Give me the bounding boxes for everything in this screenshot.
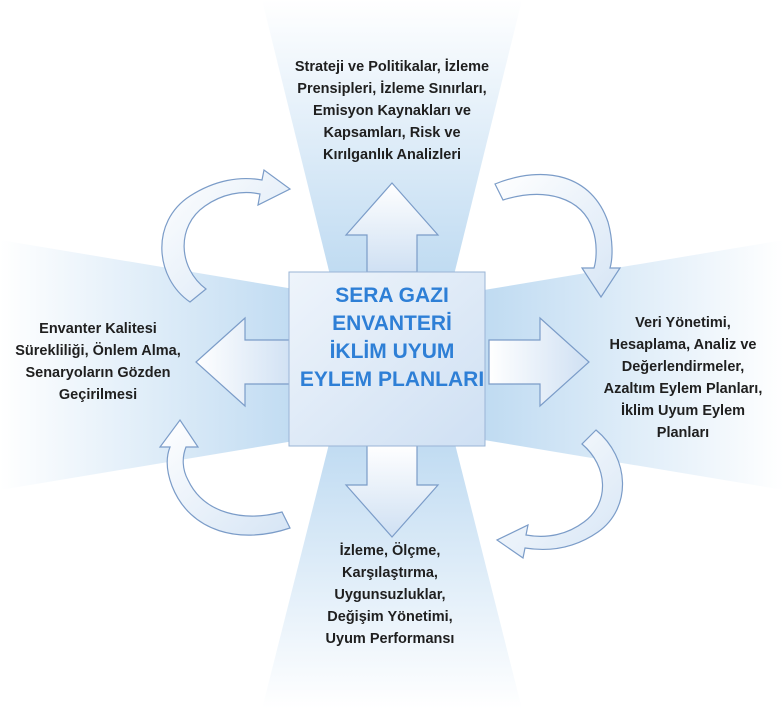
- glow-beam-down: [262, 440, 522, 709]
- top-text-block: Strateji ve Politikalar, İzleme Prensipl…: [262, 56, 522, 166]
- bottom-text-line: Karşılaştırma,: [342, 565, 438, 581]
- circular-arrow-bottom-right-icon: [495, 429, 624, 560]
- bottom-text-line: İzleme, Ölçme,: [339, 543, 441, 559]
- top-text-line: Kapsamları, Risk ve: [323, 125, 461, 141]
- arrow-down: [344, 444, 440, 538]
- bottom-text-block: İzleme, Ölçme, Karşılaştırma, Uygunsuzlu…: [290, 540, 490, 650]
- arrow-right: [488, 316, 590, 408]
- top-text-line: Strateji ve Politikalar, İzleme: [294, 59, 490, 75]
- circular-arrow-top-right-icon: [494, 173, 622, 299]
- center-title-line: İKLİM UYUM: [329, 340, 455, 363]
- top-text-line: Kırılganlık Analizleri: [322, 147, 462, 163]
- left-text-block: Envanter Kalitesi Sürekliliği, Önlem Alm…: [10, 318, 186, 406]
- center-title: SERA GAZI ENVANTERİ İKLİM UYUM EYLEM PLA…: [297, 282, 487, 394]
- circular-arrow-bottom-left-icon: [158, 418, 291, 536]
- bottom-text-line: Değişim Yönetimi,: [327, 609, 453, 625]
- glow-beam-up: [262, 0, 522, 275]
- center-title-line: SERA GAZI: [335, 284, 449, 307]
- right-text-line: Hesaplama, Analiz ve: [609, 337, 757, 353]
- right-text-line: Planları: [656, 425, 710, 441]
- bottom-text-line: Uyum Performansı: [325, 631, 455, 647]
- right-text-line: İklim Uyum Eylem: [620, 403, 746, 419]
- right-text-block: Veri Yönetimi, Hesaplama, Analiz ve Değe…: [588, 312, 778, 444]
- top-text-line: Prensipleri, İzleme Sınırları,: [297, 81, 487, 97]
- left-text-line: Envanter Kalitesi: [39, 321, 157, 337]
- left-text-line: Geçirilmesi: [58, 387, 138, 403]
- glow-beam-left: [0, 240, 300, 490]
- top-text-line: Emisyon Kaynakları ve: [313, 103, 471, 119]
- center-box: [288, 271, 486, 447]
- left-text-line: Senaryoların Gözden: [25, 365, 171, 381]
- center-title-line: ENVANTERİ: [332, 312, 452, 335]
- circular-arrow-top-left-icon: [161, 168, 292, 303]
- right-text-line: Azaltım Eylem Planları,: [603, 381, 763, 397]
- right-text-line: Değerlendirmeler,: [621, 359, 745, 375]
- right-text-line: Veri Yönetimi,: [635, 315, 731, 331]
- arrow-left: [195, 316, 296, 408]
- bottom-text-line: Uygunsuzluklar,: [334, 587, 446, 603]
- left-text-line: Sürekliliği, Önlem Alma,: [15, 343, 181, 359]
- glow-beam-right: [484, 240, 784, 490]
- arrow-up: [344, 182, 440, 273]
- center-title-line: EYLEM PLANLARI: [299, 368, 485, 391]
